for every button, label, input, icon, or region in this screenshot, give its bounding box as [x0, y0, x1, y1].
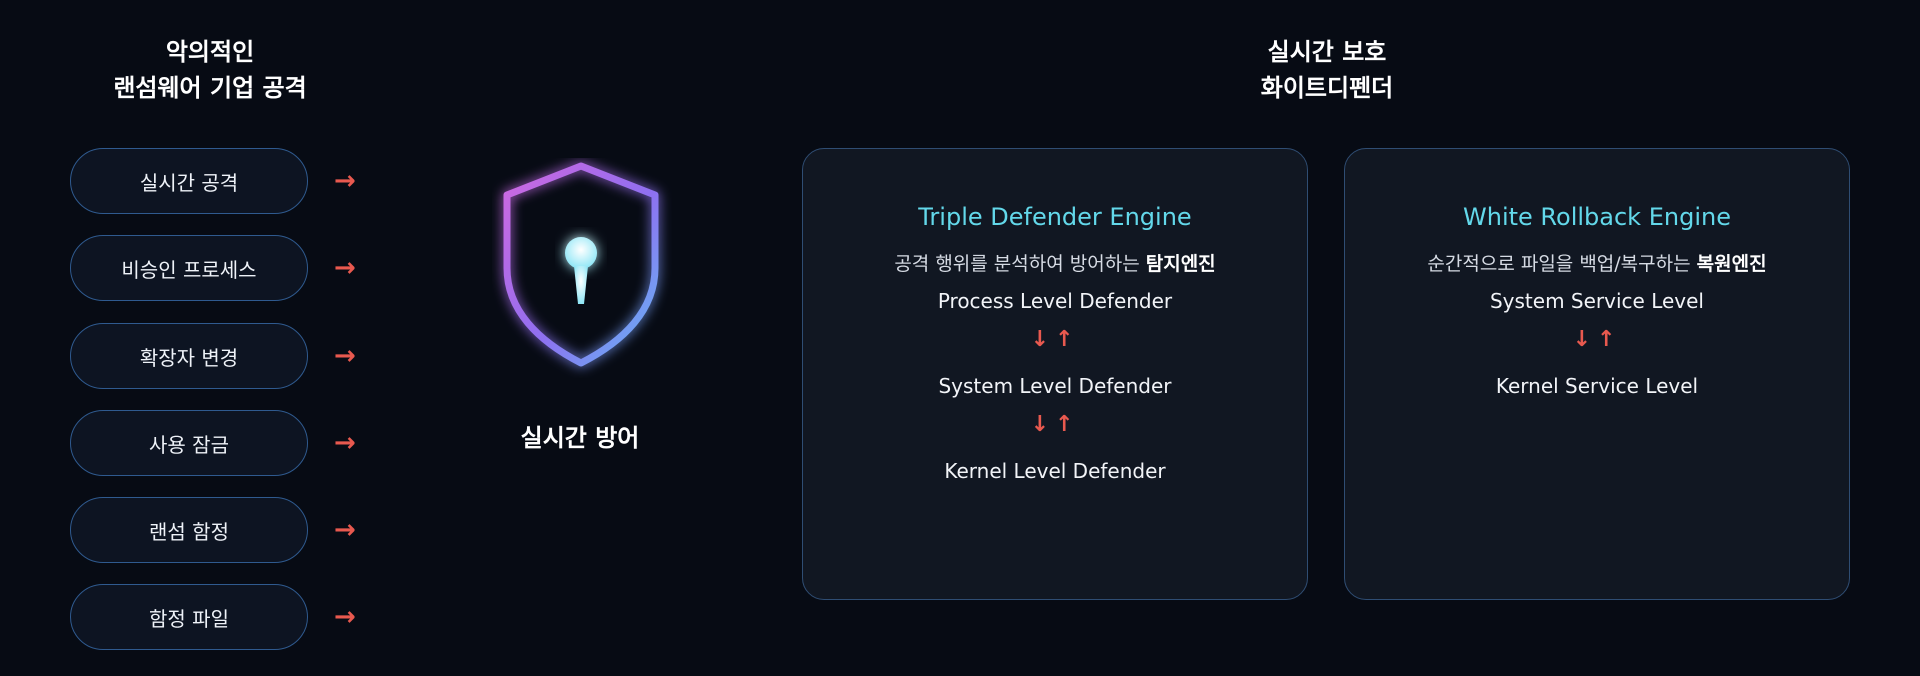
right-arrow-icon: → [334, 166, 356, 196]
right-arrow-icon: → [334, 428, 356, 458]
engine-description-bold: 복원엔진 [1696, 253, 1767, 275]
attack-item: 함정 파일 → [70, 584, 370, 654]
attack-heading: 악의적인 랜섬웨어 기업 공격 [90, 34, 330, 106]
realtime-defense-label: 실시간 방어 [520, 424, 640, 452]
engine-title: Triple Defender Engine [918, 203, 1192, 231]
right-arrow-icon: → [334, 515, 356, 545]
service-level: Kernel Service Level [1495, 374, 1699, 398]
attack-item: 확장자 변경 → [70, 323, 370, 393]
attack-item: 비승인 프로세스 → [70, 235, 370, 305]
engine-description-text: 순간적으로 파일을 백업/복구하는 [1427, 253, 1697, 275]
defender-level: Process Level Defender [937, 289, 1173, 313]
attack-pill: 비승인 프로세스 [70, 235, 308, 301]
service-level: System Service Level [1489, 289, 1704, 313]
protection-heading-line2: 화이트디펜더 [1260, 74, 1394, 102]
attack-item: 랜섬 함정 → [70, 497, 370, 567]
bidirectional-arrow-icon: ↓↑ [1030, 412, 1080, 437]
right-arrow-icon: → [334, 341, 356, 371]
engine-description-text: 공격 행위를 분석하여 방어하는 [894, 253, 1146, 275]
engine-description-bold: 탐지엔진 [1145, 253, 1216, 275]
attack-heading-line2: 랜섬웨어 기업 공격 [113, 74, 307, 102]
right-arrow-icon: → [334, 253, 356, 283]
attack-pill: 랜섬 함정 [70, 497, 308, 563]
attack-pill: 확장자 변경 [70, 323, 308, 389]
attack-item: 사용 잠금 → [70, 410, 370, 480]
protection-heading: 실시간 보호 화이트디펜더 [1177, 34, 1477, 106]
attack-item: 실시간 공격 → [70, 148, 370, 218]
engine-title: White Rollback Engine [1463, 203, 1731, 231]
triple-defender-card: Triple Defender Engine 공격 행위를 분석하여 방어하는 … [802, 148, 1308, 600]
keyhole-shield-icon [492, 158, 672, 378]
defender-level: Kernel Level Defender [944, 459, 1166, 483]
engine-description: 공격 행위를 분석하여 방어하는 탐지엔진 [803, 249, 1307, 276]
attack-heading-line1: 악의적인 [165, 38, 255, 66]
engine-description: 순간적으로 파일을 백업/복구하는 복원엔진 [1345, 249, 1849, 276]
defender-level: System Level Defender [938, 374, 1172, 398]
bidirectional-arrow-icon: ↓↑ [1030, 327, 1080, 352]
attack-pill: 사용 잠금 [70, 410, 308, 476]
attack-pill: 함정 파일 [70, 584, 308, 650]
white-rollback-card: White Rollback Engine 순간적으로 파일을 백업/복구하는 … [1344, 148, 1850, 600]
attack-pill: 실시간 공격 [70, 148, 308, 214]
bidirectional-arrow-icon: ↓↑ [1572, 327, 1622, 352]
right-arrow-icon: → [334, 602, 356, 632]
protection-heading-line1: 실시간 보호 [1267, 38, 1387, 66]
